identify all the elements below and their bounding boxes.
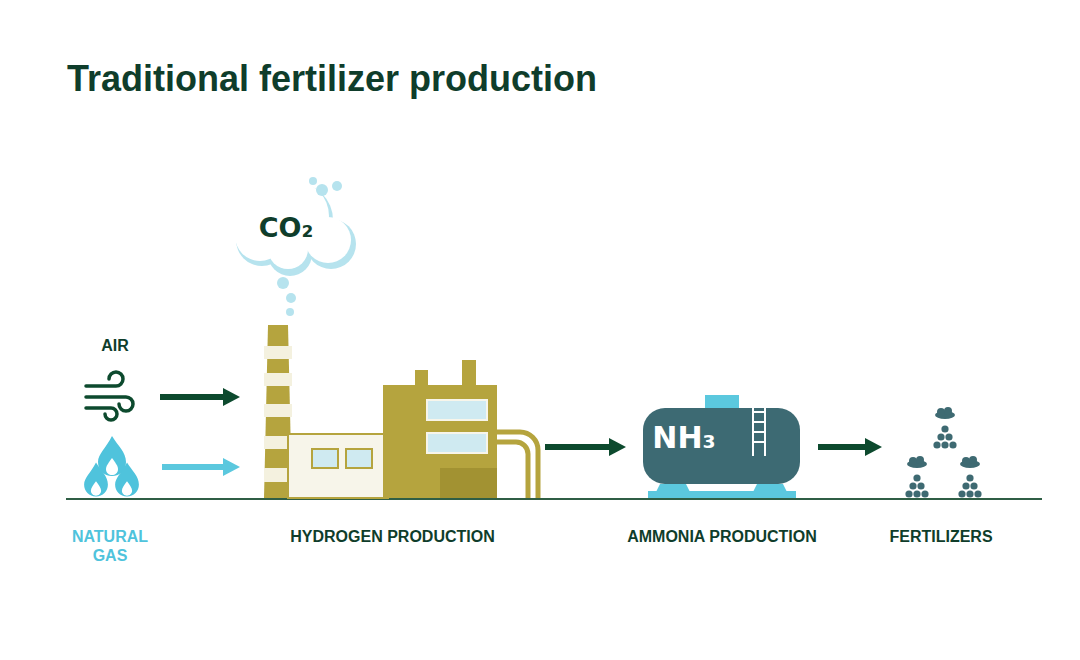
- flow-arrow: [818, 438, 882, 456]
- pipe: [497, 442, 528, 498]
- window: [312, 449, 338, 468]
- stage-label: FERTILIZERS: [852, 527, 1030, 546]
- pellet: [945, 433, 952, 440]
- chimney-stripe: [264, 404, 292, 417]
- cloud-bubble: [332, 181, 342, 191]
- arrow-shaft: [162, 464, 225, 470]
- pellet: [933, 441, 940, 448]
- chemical-formula: CO₂: [232, 212, 340, 244]
- pellet: [913, 490, 920, 497]
- cloud-bubble: [309, 177, 317, 185]
- input-gas-node: NATURAL GAS: [58, 435, 162, 570]
- process-stage: NH₃AMMONIA PRODUCTION: [626, 390, 818, 550]
- pipe: [497, 432, 538, 498]
- stage-label: HYDROGEN PRODUCTION: [230, 527, 555, 546]
- flow-arrow: [545, 438, 626, 456]
- ladder-rung: [753, 441, 765, 443]
- chimney-stripe: [264, 373, 292, 386]
- output-stage: FERTILIZERS: [882, 400, 1000, 550]
- arrow-head: [223, 458, 240, 476]
- wind-stroke: [86, 372, 123, 386]
- dust-cloud: [962, 457, 970, 465]
- dust-cloud: [937, 408, 945, 416]
- ground-line: [66, 498, 1042, 500]
- ladder-rung: [753, 431, 765, 433]
- fertilizer-pile: [958, 456, 981, 498]
- stage-label: AMMONIA PRODUCTION: [586, 527, 858, 546]
- pellet: [905, 490, 912, 497]
- pellet: [962, 482, 969, 489]
- dust-cloud: [944, 407, 952, 415]
- pellet: [974, 490, 981, 497]
- chemical-formula: NH₃: [634, 420, 734, 456]
- pellet: [966, 474, 973, 481]
- pellet: [949, 441, 956, 448]
- cloud-bubble: [286, 293, 296, 303]
- flame-icon: [84, 436, 139, 497]
- ladder-rung: [753, 421, 765, 423]
- arrow-shaft: [545, 444, 611, 450]
- tank-cap: [705, 395, 739, 410]
- smoke-cloud: [235, 177, 356, 316]
- ladder-rung: [753, 411, 765, 413]
- pellet: [941, 425, 948, 432]
- tank-leg: [656, 484, 690, 492]
- pellet: [966, 490, 973, 497]
- arrow-shaft: [818, 444, 867, 450]
- flow-arrow: [160, 388, 240, 406]
- pellet: [937, 433, 944, 440]
- input-label: NATURAL GAS: [58, 527, 162, 565]
- flow-arrow: [162, 458, 240, 476]
- window: [427, 400, 487, 420]
- window: [346, 449, 372, 468]
- flame-outer: [115, 463, 139, 497]
- fertilizer-pile: [905, 456, 928, 498]
- tank-leg: [753, 484, 787, 492]
- pellet: [913, 474, 920, 481]
- pellet: [941, 441, 948, 448]
- chimney-stripe: [264, 346, 292, 359]
- pellet: [909, 482, 916, 489]
- arrow-head: [609, 438, 626, 456]
- pellet: [917, 482, 924, 489]
- smoke-cloud-node: CO₂: [232, 188, 352, 272]
- page-title: Traditional fertilizer production: [67, 58, 597, 100]
- dust-cloud: [916, 456, 924, 464]
- dust-cloud: [909, 457, 917, 465]
- low-building: [288, 434, 388, 498]
- process-stage: HYDROGEN PRODUCTION: [240, 330, 545, 550]
- cloud-bubble: [316, 184, 328, 196]
- window: [427, 433, 487, 453]
- fertilizer-pile: [933, 407, 956, 449]
- flame: [115, 463, 139, 497]
- wind-stroke: [86, 408, 117, 420]
- main-building: [383, 385, 497, 498]
- roof-stack: [462, 360, 476, 388]
- flame-inner: [122, 481, 132, 495]
- flame-outer: [98, 436, 126, 476]
- pellet: [958, 490, 965, 497]
- pellet: [921, 490, 928, 497]
- arrow-head: [223, 388, 240, 406]
- cloud-bubble: [286, 308, 294, 316]
- flame: [98, 436, 126, 476]
- fertilizer-piles: [905, 407, 981, 498]
- tank-base: [648, 491, 796, 498]
- factory-illustration: [264, 325, 538, 498]
- flame-inner: [91, 481, 101, 495]
- pellet: [970, 482, 977, 489]
- building-shade: [440, 468, 497, 498]
- ladder-rail: [764, 403, 766, 456]
- ladder-rail: [752, 403, 754, 456]
- tank-ladder: [753, 403, 765, 456]
- dust-cloud: [969, 456, 977, 464]
- arrow-shaft: [160, 394, 225, 400]
- arrow-head: [865, 438, 882, 456]
- cloud-bubble: [277, 277, 289, 289]
- input-air-node: AIR: [70, 330, 160, 425]
- flame-inner: [106, 458, 118, 475]
- wind-icon: [86, 372, 133, 420]
- input-label: AIR: [70, 336, 160, 355]
